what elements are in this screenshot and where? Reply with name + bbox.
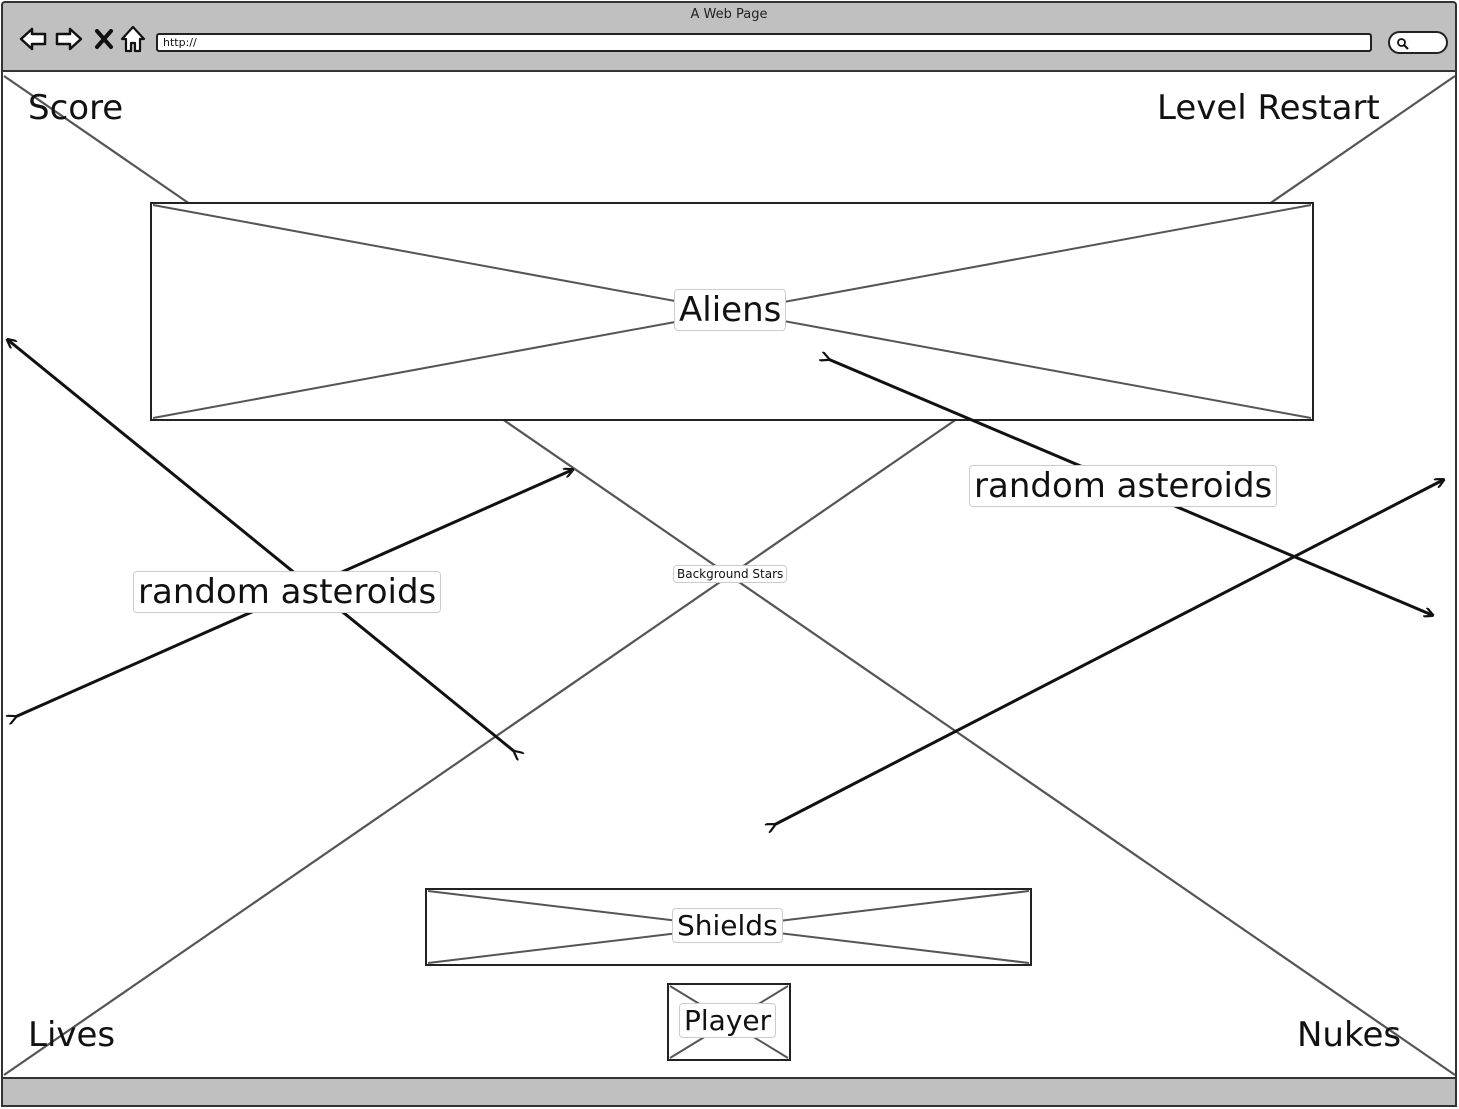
home-icon[interactable] (118, 23, 148, 55)
score-label: Score (28, 88, 124, 128)
status-bar (1, 1077, 1457, 1107)
level-restart-label[interactable]: Level Restart (1157, 88, 1380, 128)
shields-label: Shields (672, 908, 783, 943)
player-label: Player (679, 1003, 777, 1038)
aliens-label: Aliens (674, 289, 787, 331)
forward-icon[interactable] (53, 23, 85, 55)
background-stars-label: Background Stars (673, 565, 788, 583)
search-input[interactable] (1388, 31, 1448, 54)
browser-chrome: A Web Page http:// (1, 1, 1457, 72)
asteroid-path-4 (774, 480, 1443, 825)
url-input[interactable]: http:// (156, 33, 1372, 52)
lives-label: Lives (28, 1015, 116, 1055)
asteroids-label-right: random asteroids (969, 465, 1278, 507)
asteroids-label-left: random asteroids (133, 571, 442, 613)
stop-icon[interactable] (91, 23, 117, 55)
window-title: A Web Page (690, 7, 768, 22)
back-icon[interactable] (17, 23, 49, 55)
nukes-label: Nukes (1297, 1015, 1402, 1055)
search-icon (1397, 38, 1409, 50)
